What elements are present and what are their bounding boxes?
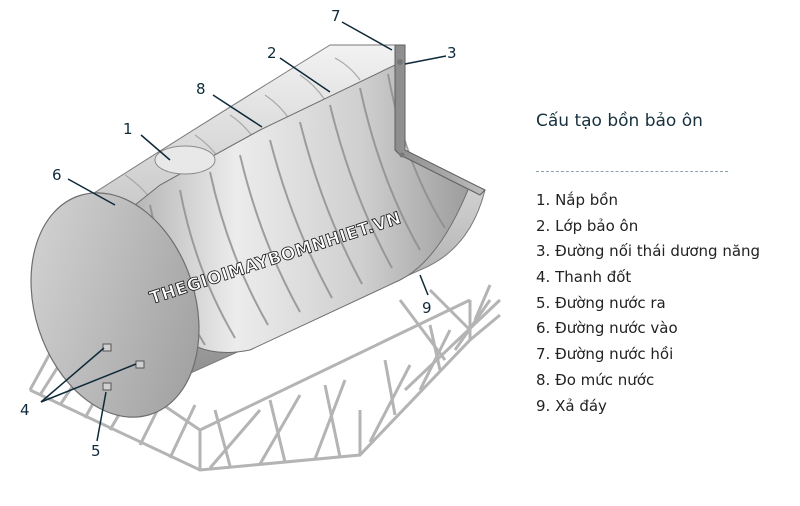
callout-2: 2 <box>267 44 277 62</box>
callout-7: 7 <box>331 7 341 25</box>
callout-8: 8 <box>196 80 206 98</box>
legend-item: 1. Nắp bồn <box>536 191 618 209</box>
tank-lid <box>154 145 216 175</box>
legend-item: 6. Đường nước vào <box>536 319 678 338</box>
front-end-cap <box>30 192 200 418</box>
legend-item: 9. Xả đáy <box>536 396 607 415</box>
tank-body <box>30 44 486 418</box>
legend-title: Cấu tạo bồn bảo ôn <box>536 111 703 131</box>
callout-6: 6 <box>52 166 62 184</box>
callout-5: 5 <box>91 442 101 460</box>
fitting-heater-1 <box>102 343 112 352</box>
legend-item: 4. Thanh đốt <box>536 268 632 287</box>
insulation-wall <box>394 44 486 196</box>
legend-list: 1. Nắp bồn 2. Lớp bảo ôn 3. Đường nối th… <box>536 188 760 419</box>
legend-item: 3. Đường nối thái dương năng <box>536 242 761 261</box>
legend-item: 8. Đo mức nước <box>536 370 655 389</box>
leader-lines <box>40 21 447 442</box>
callout-3: 3 <box>447 44 457 62</box>
legend-divider <box>536 171 728 172</box>
legend-item: 2. Lớp bảo ôn <box>536 216 639 235</box>
callout-4: 4 <box>20 401 30 419</box>
support-frame <box>28 284 502 472</box>
callout-1: 1 <box>123 120 133 138</box>
legend-item: 5. Đường nước ra <box>536 293 666 312</box>
fitting-outlet <box>102 382 112 391</box>
fitting-heater-2 <box>135 360 145 369</box>
callout-9: 9 <box>422 299 432 317</box>
legend-item: 7. Đường nước hồi <box>536 345 674 364</box>
